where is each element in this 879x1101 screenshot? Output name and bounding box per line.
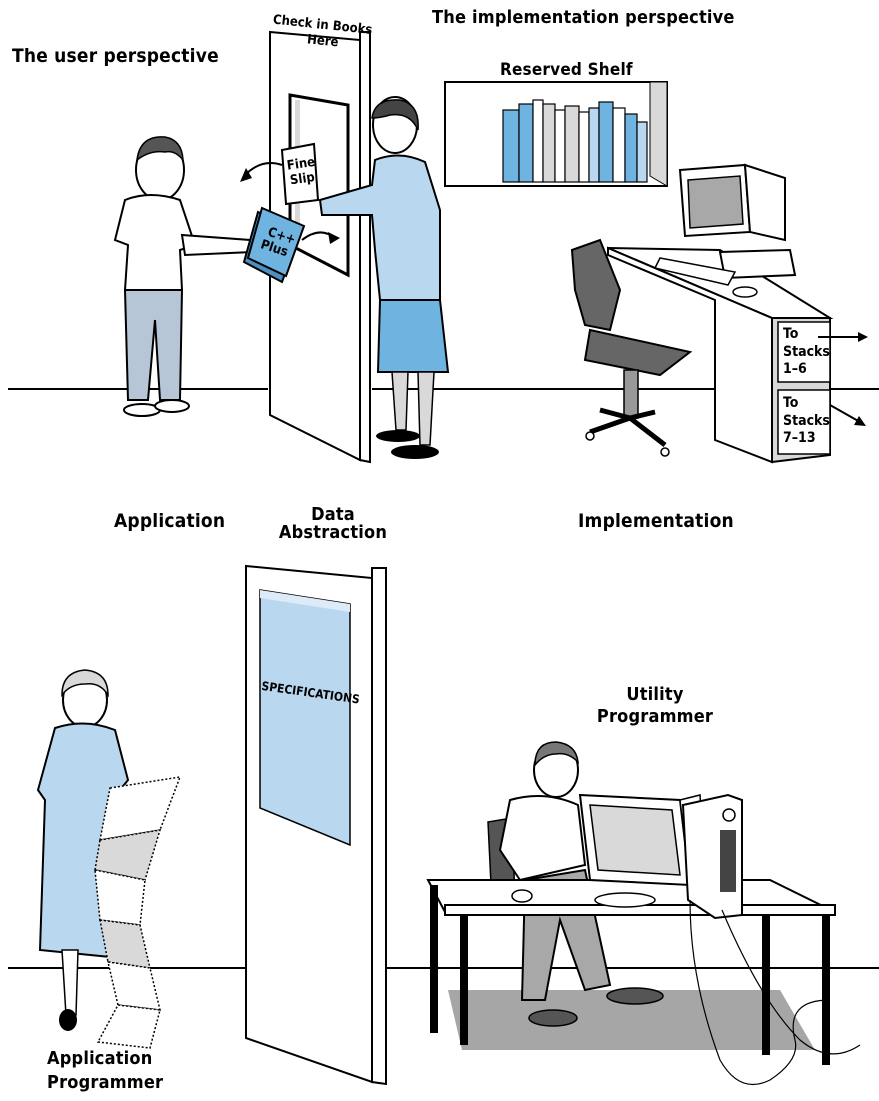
arrow-stacks-7-13-head (854, 416, 866, 426)
sign-stacks-7-13: To Stacks 7–13 (783, 395, 834, 446)
door-sign-line2: Here (306, 32, 339, 50)
application-programmer-label: Application Programmer (47, 1047, 163, 1095)
librarian-computer (653, 163, 797, 298)
data-abstraction-line2: Abstraction (278, 522, 388, 543)
fine-slip-line1: Fine (286, 155, 316, 174)
data-abstraction-label: Data Abstraction (263, 506, 403, 542)
utility-programmer-line2: Programmer (596, 706, 714, 727)
fanfold-printout (94, 776, 182, 1049)
computer-cable (689, 899, 861, 1086)
fine-slip-line2: Slip (289, 170, 316, 188)
implementation-perspective-label: The implementation perspective (432, 7, 735, 28)
librarian-figure (318, 96, 450, 459)
utility-programmer-label: Utility Programmer (585, 684, 725, 728)
desk-chair (570, 238, 693, 457)
programmer-computer (511, 793, 743, 920)
book-c-plus-plus: C++ Plus (242, 206, 306, 284)
arrow-book-in-head (328, 232, 340, 244)
arrow-slip-out-head (240, 168, 252, 182)
reserved-shelf-label: Reserved Shelf (500, 60, 633, 80)
fine-slip: Fine Slip (280, 142, 322, 206)
implementation-label: Implementation (578, 510, 734, 532)
svg-text:Fine Slip: Fine Slip (286, 154, 322, 188)
application-programmer-line2: Programmer (47, 1072, 164, 1093)
arrow-stacks-1-6-head (858, 332, 868, 342)
arrow-stacks-7-13 (829, 404, 861, 423)
check-in-door (269, 30, 371, 464)
user-figure-boy (113, 136, 254, 417)
reserved-shelf (444, 81, 668, 187)
user-perspective-label: The user perspective (12, 45, 219, 67)
application-programmer-line1: Application (47, 1048, 153, 1069)
svg-text:C++ Plus: C++ Plus (259, 224, 302, 262)
data-abstraction-line1: Data (311, 504, 355, 525)
application-label: Application (114, 510, 226, 532)
utility-programmer-line1: Utility (626, 684, 684, 705)
sign-stacks-1-6: To Stacks 1–6 (783, 326, 834, 377)
floor-shadow (448, 990, 815, 1050)
abstraction-door (245, 564, 387, 1086)
